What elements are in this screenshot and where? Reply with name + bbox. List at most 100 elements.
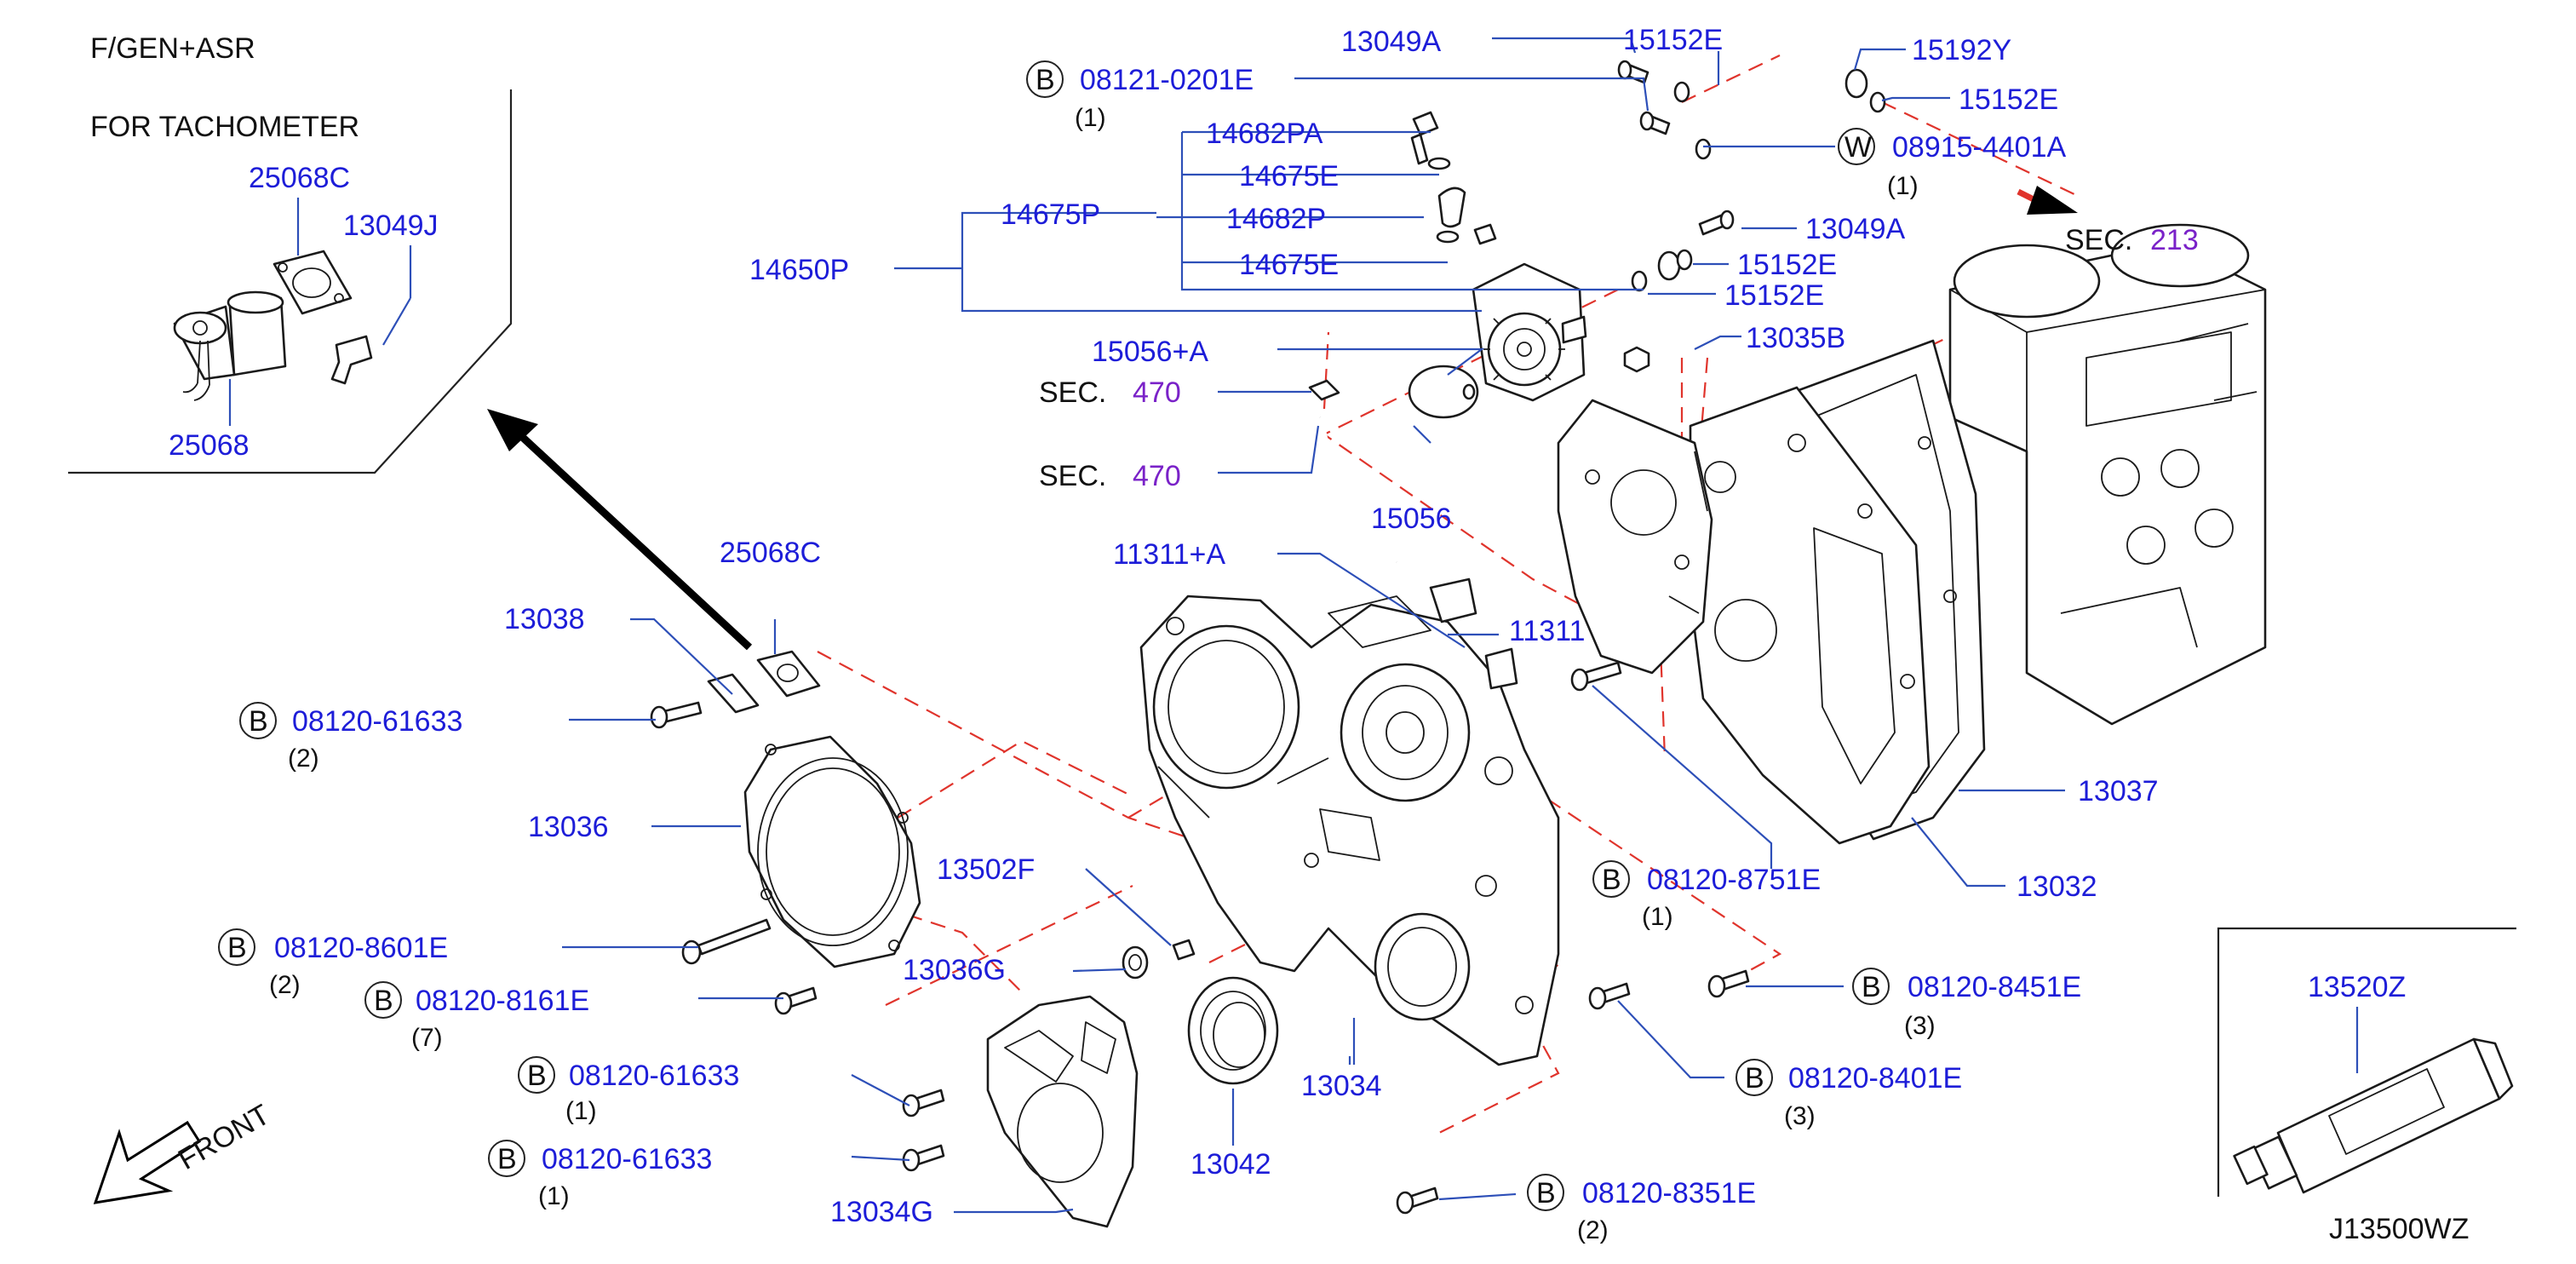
label-13038[interactable]: 13038 xyxy=(504,603,585,635)
label-08120-61633-a[interactable]: 08120-61633 xyxy=(292,705,462,738)
bolt-marker-circle-61633-b xyxy=(518,1056,555,1094)
bolt-marker-circle-8161E xyxy=(364,981,402,1019)
bolt-marker-8351E: B xyxy=(1536,1177,1556,1209)
bolt-marker-circle-8751E xyxy=(1592,860,1630,898)
oil-tube-15192Y-drawing xyxy=(1657,64,1868,281)
sec470-a-number[interactable]: 470 xyxy=(1133,376,1181,409)
label-14682P[interactable]: 14682P xyxy=(1226,203,1326,235)
bolt-marker-8751E: B xyxy=(1602,864,1621,896)
vacuum-pump-drawing xyxy=(1472,262,1587,402)
label-08120-8401E[interactable]: 08120-8401E xyxy=(1788,1062,1962,1095)
label-15192Y[interactable]: 15192Y xyxy=(1912,34,2011,66)
sec213-arrowhead xyxy=(2027,186,2078,215)
inset-pointer-arrow-shaft xyxy=(516,431,753,651)
label-08120-8451E[interactable]: 08120-8451E xyxy=(1908,971,2081,1003)
label-08915-4401A[interactable]: 08915-4401A xyxy=(1892,131,2067,164)
label-15152E-c[interactable]: 15152E xyxy=(1737,249,1837,281)
qty-08915-4401A: (1) xyxy=(1887,172,1919,200)
inset-title-fgen: F/GEN+ASR xyxy=(90,32,255,65)
label-08120-8601E[interactable]: 08120-8601E xyxy=(274,932,448,964)
label-13042[interactable]: 13042 xyxy=(1190,1148,1271,1181)
qty-08120-61633-a: (2) xyxy=(288,744,319,773)
washer-marker-circle xyxy=(1838,128,1875,165)
sec213-number[interactable]: 213 xyxy=(2150,224,2199,256)
label-13520Z[interactable]: 13520Z xyxy=(2308,971,2406,1003)
bolt-marker-circle xyxy=(1026,60,1064,98)
label-14675E-a[interactable]: 14675E xyxy=(1239,160,1339,192)
qty-08120-61633-b: (1) xyxy=(565,1097,597,1125)
bolt-marker-61633-c: B xyxy=(497,1143,517,1175)
label-13049A-mid[interactable]: 13049A xyxy=(1805,213,1906,245)
label-11311[interactable]: 11311 xyxy=(1509,615,1586,647)
label-13502F[interactable]: 13502F xyxy=(937,853,1035,886)
label-14675E-b[interactable]: 14675E xyxy=(1239,249,1339,281)
tach-sensor-drawing xyxy=(173,290,287,401)
sec470-b-number[interactable]: 470 xyxy=(1133,460,1181,492)
label-13036G[interactable]: 13036G xyxy=(903,954,1006,986)
qty-08120-8601E: (2) xyxy=(269,971,301,999)
banjo-fitting-drawing xyxy=(1410,111,1497,245)
qty-08120-8401E: (3) xyxy=(1784,1102,1816,1130)
inset-label-25068[interactable]: 25068 xyxy=(169,429,250,462)
sec213-word: SEC. xyxy=(2065,224,2132,256)
label-08120-8161E[interactable]: 08120-8161E xyxy=(416,985,589,1017)
bolt-marker-8451E: B xyxy=(1862,971,1881,1003)
label-14675P[interactable]: 14675P xyxy=(1001,198,1100,231)
label-15056[interactable]: 15056 xyxy=(1371,503,1452,535)
front-cover-13034-drawing xyxy=(1139,595,1560,1066)
sealant-tube-drawing xyxy=(2233,1037,2514,1194)
label-13035B[interactable]: 13035B xyxy=(1746,322,1845,354)
label-14650P[interactable]: 14650P xyxy=(749,254,849,286)
inset-label-13049J[interactable]: 13049J xyxy=(343,210,439,242)
hose-15056A-drawing xyxy=(1308,379,1398,565)
label-08120-8751E[interactable]: 08120-8751E xyxy=(1647,864,1821,896)
diagram-code: J13500WZ xyxy=(2329,1213,2469,1245)
inset-clip-drawing xyxy=(330,335,373,385)
label-25068C[interactable]: 25068C xyxy=(720,537,821,569)
bolt-marker-circle-8601E xyxy=(218,928,255,966)
bolt-marker-circle-61633-c xyxy=(488,1140,525,1177)
label-13049A-top[interactable]: 13049A xyxy=(1341,26,1442,58)
inset-label-25068C[interactable]: 25068C xyxy=(249,162,350,194)
sec470-b-word: SEC. xyxy=(1039,460,1106,492)
qty-08120-8351E: (2) xyxy=(1577,1216,1609,1244)
label-11311A[interactable]: 11311+A xyxy=(1113,538,1225,571)
label-14682PA[interactable]: 14682PA xyxy=(1206,118,1323,150)
inset-title-tachometer: FOR TACHOMETER xyxy=(90,111,359,143)
sec470-a-word: SEC. xyxy=(1039,376,1106,409)
label-08121-0201E[interactable]: 08121-0201E xyxy=(1080,64,1254,96)
qty-08120-8451E: (3) xyxy=(1904,1012,1936,1040)
washer-marker: W xyxy=(1845,131,1872,164)
label-08120-8351E[interactable]: 08120-8351E xyxy=(1582,1177,1756,1209)
plug-25068C-gasket-drawing xyxy=(707,650,821,714)
qty-08121-0201E: (1) xyxy=(1075,104,1106,132)
pin-13502F-drawing xyxy=(1172,939,1196,961)
label-15056A[interactable]: 15056+A xyxy=(1092,336,1208,368)
cover-13034G-drawing xyxy=(986,995,1139,1228)
bolt-marker-61633-b: B xyxy=(527,1060,547,1092)
label-15152E-b[interactable]: 15152E xyxy=(1959,83,2058,116)
timing-gasket-drawing xyxy=(1557,399,1713,675)
label-08120-61633-b[interactable]: 08120-61633 xyxy=(569,1060,739,1092)
bolt-marker: B xyxy=(1036,64,1055,96)
front-plate-13032-drawing xyxy=(1689,386,1931,845)
label-13036[interactable]: 13036 xyxy=(528,811,609,843)
bolt-marker-8601E: B xyxy=(227,932,247,964)
label-13037[interactable]: 13037 xyxy=(2078,775,2159,807)
inset-leader-13049J-b xyxy=(382,297,411,346)
bolt-marker-circle-8401E xyxy=(1736,1059,1773,1096)
bolt-marker-circle-8351E xyxy=(1527,1174,1564,1211)
label-08120-61633-c[interactable]: 08120-61633 xyxy=(542,1143,712,1175)
cylinder-block-drawing xyxy=(1948,223,2267,726)
leader-lines xyxy=(562,37,2065,1214)
label-15152E-d[interactable]: 15152E xyxy=(1724,279,1824,312)
bolt-marker-circle-8451E xyxy=(1852,968,1890,1005)
label-13032[interactable]: 13032 xyxy=(2017,870,2097,903)
inset-gasket-drawing xyxy=(273,250,353,315)
inset-pointer-arrowhead xyxy=(487,409,538,451)
label-13034[interactable]: 13034 xyxy=(1301,1070,1382,1102)
label-13034G[interactable]: 13034G xyxy=(830,1196,933,1228)
label-15152E-a[interactable]: 15152E xyxy=(1623,24,1723,56)
qty-08120-8751E: (1) xyxy=(1642,903,1673,931)
